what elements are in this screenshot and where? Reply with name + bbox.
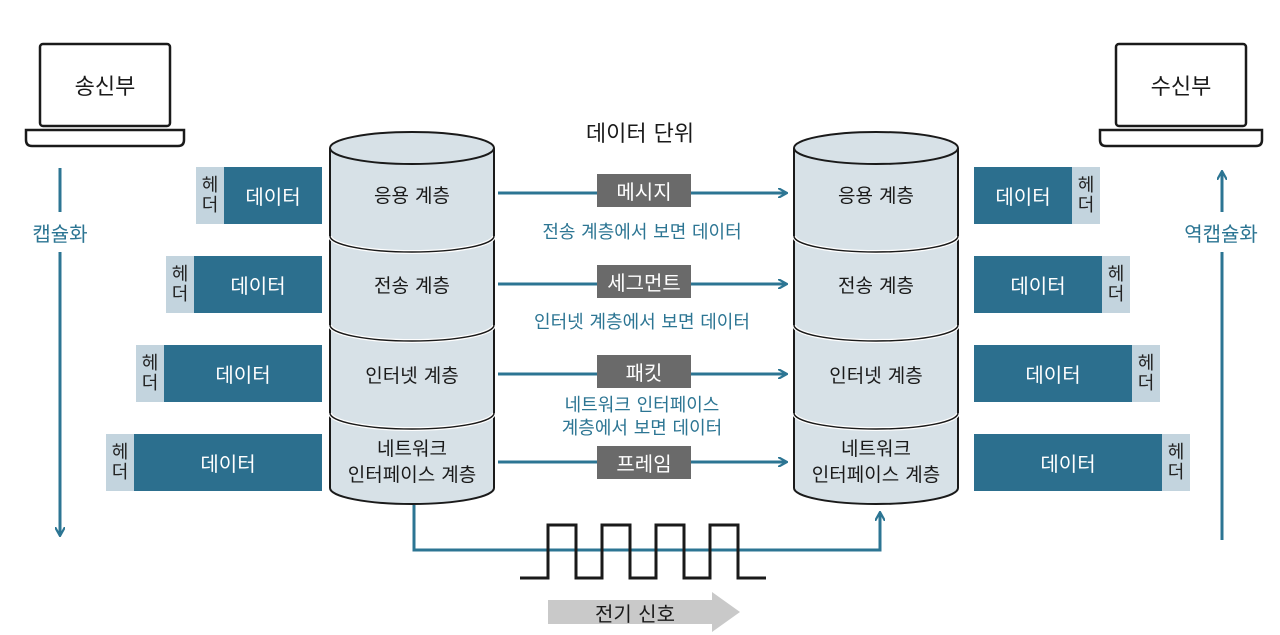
sender-layer-stack xyxy=(328,131,496,505)
sender-data-application: 데이터 xyxy=(224,167,322,224)
sender-layer-transport: 전송 계층 xyxy=(374,275,450,298)
sender-layer-network-interface: 네트워크 인터페이스 계층 xyxy=(347,438,477,486)
receiver-data-transport: 데이터 xyxy=(974,256,1102,313)
receiver-header-network-interface: 헤더 xyxy=(1162,434,1190,491)
square-wave-icon xyxy=(520,523,766,580)
receiver-header-internet: 헤더 xyxy=(1132,345,1160,402)
receiver-data-internet: 데이터 xyxy=(974,345,1132,402)
receiver-layer-application: 응용 계층 xyxy=(838,185,914,208)
receiver-layer-stack xyxy=(792,131,960,505)
sender-header-network-interface: 헤더 xyxy=(106,434,134,491)
sender-layer-application: 응용 계층 xyxy=(374,185,450,208)
signal-direction-arrow-icon xyxy=(548,592,740,632)
electric-signal-label: 전기 신호 xyxy=(595,601,675,626)
receiver-label: 수신부 xyxy=(1150,75,1212,100)
receiver-header-application: 헤더 xyxy=(1072,167,1100,224)
note-internet-view: 인터넷 계층에서 보면 데이터 xyxy=(534,312,750,334)
receiver-layer-transport: 전송 계층 xyxy=(838,275,914,298)
pdu-segment: 세그먼트 xyxy=(597,265,691,298)
sender-data-internet: 데이터 xyxy=(164,345,322,402)
encapsulation-label: 캡슐화 xyxy=(10,212,110,252)
receiver-layer-internet: 인터넷 계층 xyxy=(829,365,923,388)
data-unit-title: 데이터 단위 xyxy=(585,122,695,147)
receiver-data-application: 데이터 xyxy=(974,167,1072,224)
receiver-data-network-interface: 데이터 xyxy=(974,434,1162,491)
sender-header-transport: 헤더 xyxy=(166,256,194,313)
sender-label: 송신부 xyxy=(74,75,136,100)
pdu-frame: 프레임 xyxy=(597,446,691,479)
pdu-message: 메시지 xyxy=(597,174,691,207)
receiver-header-transport: 헤더 xyxy=(1102,256,1130,313)
sender-layer-internet: 인터넷 계층 xyxy=(365,365,459,388)
note-transport-view: 전송 계층에서 보면 데이터 xyxy=(542,222,742,244)
sender-header-internet: 헤더 xyxy=(136,345,164,402)
receiver-layer-network-interface: 네트워크 인터페이스 계층 xyxy=(811,438,941,486)
pdu-packet: 패킷 xyxy=(597,355,691,388)
signal-path-arrow xyxy=(412,505,880,552)
sender-laptop-icon xyxy=(24,42,186,148)
note-network-interface-view: 네트워크 인터페이스 계층에서 보면 데이터 xyxy=(561,394,723,439)
decapsulation-label: 역캡슐화 xyxy=(1162,212,1280,252)
sender-data-network-interface: 데이터 xyxy=(134,434,322,491)
sender-header-application: 헤더 xyxy=(196,167,224,224)
receiver-laptop-icon xyxy=(1098,42,1264,148)
sender-data-transport: 데이터 xyxy=(194,256,322,313)
